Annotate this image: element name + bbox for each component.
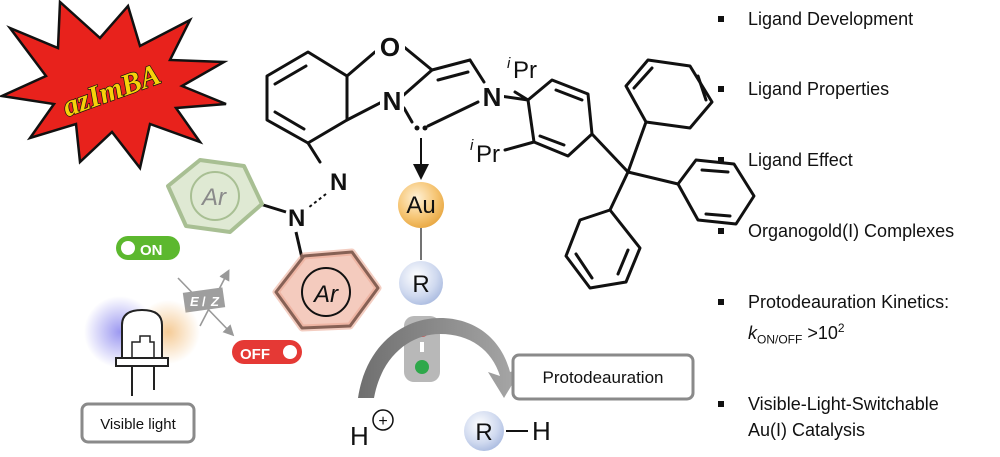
ipr-top: Pr	[513, 57, 537, 84]
phenyl-ring-top	[624, 58, 714, 130]
visible-light-label: Visible light	[100, 416, 176, 433]
on-switch[interactable]: ON	[116, 236, 180, 260]
product-r-h: R H	[464, 411, 551, 451]
bullet-marker	[718, 16, 724, 22]
azo-group: N N	[259, 169, 347, 259]
protodeauration-box: Protodeauration	[511, 353, 695, 401]
azo-nitrogen-1: N	[330, 169, 347, 196]
bullet-marker	[718, 401, 724, 407]
r-product-label: R	[475, 419, 492, 446]
off-switch[interactable]: OFF	[232, 340, 302, 364]
trityl-group	[564, 58, 756, 290]
azimba-badge: azImBA	[0, 0, 229, 171]
ez-label-e: E	[190, 294, 199, 309]
phenyl-ring-bottom	[564, 208, 642, 290]
protodeauration-arrow	[358, 318, 522, 398]
proton: H +	[350, 409, 394, 451]
aryl-top-green: Ar	[166, 158, 264, 234]
phenyl-ring-right	[676, 158, 756, 226]
h-plus-charge: +	[378, 413, 387, 430]
azo-nitrogen-2: N	[288, 205, 305, 232]
h-product-label: H	[532, 416, 551, 446]
ipr-bottom-prefix: i	[470, 137, 474, 154]
protodeauration-label: Protodeauration	[543, 368, 664, 387]
atom-labels: O N N	[375, 30, 504, 116]
au-label: Au	[406, 192, 435, 219]
benzoxazole-imidazole-core	[265, 45, 630, 174]
ar-top-label: Ar	[200, 184, 227, 211]
ipr-top-prefix: i	[507, 55, 511, 72]
ez-label-sep: /	[202, 294, 206, 309]
ez-isomerization: E / Z	[177, 269, 235, 337]
on-switch-label: ON	[140, 242, 163, 259]
atom-nitrogen-right: N	[483, 82, 502, 112]
ar-bottom-label: Ar	[312, 281, 339, 308]
h-label: H	[350, 421, 369, 451]
atom-nitrogen-left: N	[383, 86, 402, 116]
carbene-donation	[413, 125, 429, 180]
badge-burst-shape	[0, 0, 229, 171]
visible-light-box: Visible light	[80, 402, 196, 444]
led-icon	[84, 296, 200, 396]
ipr-bottom: Pr	[476, 141, 500, 168]
bullet-marker	[718, 299, 724, 305]
gold-center: Au R	[398, 182, 444, 305]
ez-label-z: Z	[210, 294, 220, 309]
bullet-marker	[718, 157, 724, 163]
r-label: R	[412, 271, 429, 298]
bullet-marker	[718, 228, 724, 234]
atom-oxygen: O	[380, 32, 400, 62]
bullet-marker	[718, 86, 724, 92]
isopropyl-labels: i Pr i Pr	[470, 55, 537, 168]
aryl-bottom-red: Ar	[272, 248, 382, 332]
off-switch-label: OFF	[240, 346, 270, 363]
topic-bullet-list: Ligand Development Ligand Properties Lig…	[718, 0, 1000, 457]
